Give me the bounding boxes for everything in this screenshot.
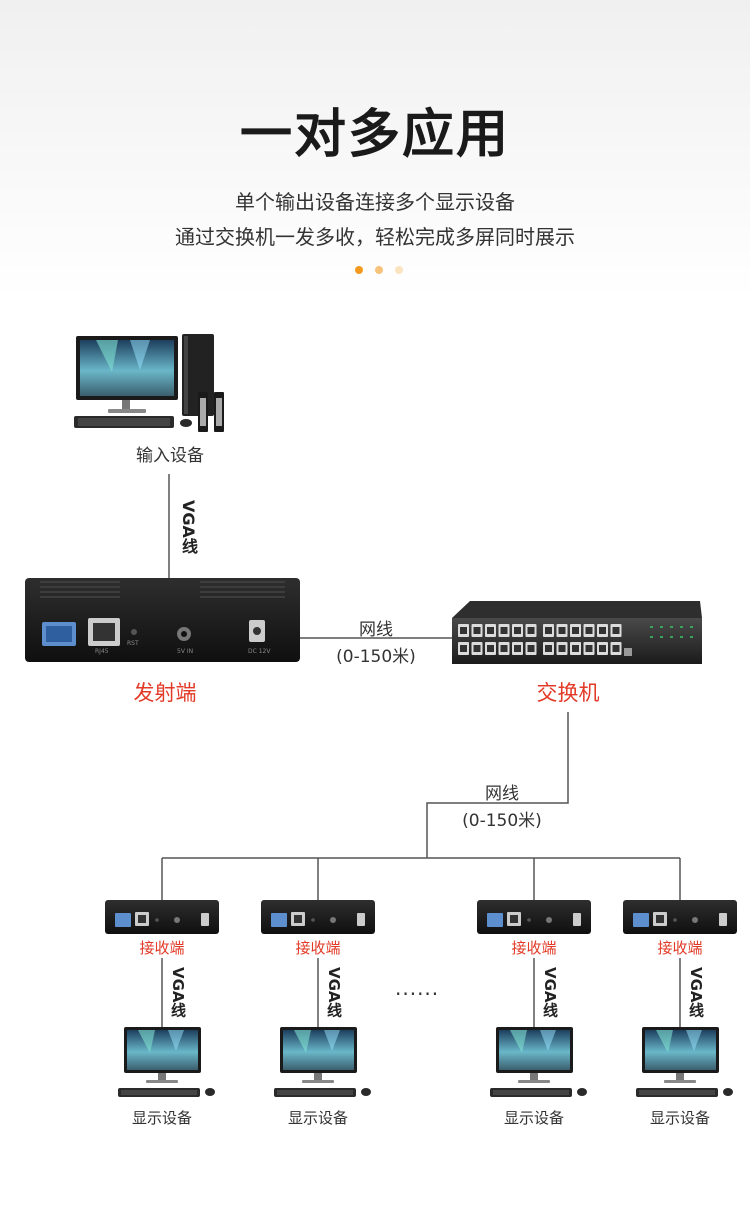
decor-dot-3 (395, 266, 403, 274)
switch-device (452, 601, 702, 664)
receiver-device-3 (477, 900, 591, 934)
network-cable-label-1: 网线 (359, 620, 393, 640)
port-label-dc12v: DC 12V (248, 648, 271, 655)
display-label-1: 显示设备 (131, 1109, 192, 1127)
receiver-label-1: 接收端 (139, 939, 185, 957)
display-monitor-1 (118, 1027, 215, 1097)
display-monitor-2 (274, 1027, 371, 1097)
subtitle-line-1: 单个输出设备连接多个显示设备 (235, 190, 515, 214)
network-range-label-2: (0-150米) (462, 811, 542, 831)
port-label-rj45: RJ45 (95, 648, 109, 655)
page-title: 一对多应用 (239, 105, 510, 165)
receiver-device-4 (623, 900, 737, 934)
cable-lines (161, 474, 681, 1027)
display-label-2: 显示设备 (287, 1109, 348, 1127)
receiver-label-2: 接收端 (295, 939, 341, 957)
display-label-3: 显示设备 (503, 1109, 564, 1127)
display-monitor-4 (636, 1027, 733, 1097)
vga-cable-label-input: VGA线 (176, 496, 200, 558)
receiver-device-1 (105, 900, 219, 934)
vga-cable-label-rx2: VGA线 (324, 963, 345, 1022)
decor-dot-1 (355, 266, 363, 274)
vga-cable-label-rx4: VGA线 (686, 963, 707, 1022)
input-device-label: 输入设备 (136, 446, 204, 466)
more-receivers-ellipsis: ...... (395, 976, 440, 1000)
display-monitor-3 (490, 1027, 587, 1097)
switch-label: 交换机 (536, 681, 600, 705)
port-label-5v: 5V IN (177, 648, 193, 655)
receiver-device-2 (261, 900, 375, 934)
subtitle-line-2: 通过交换机一发多收，轻松完成多屏同时展示 (175, 225, 575, 249)
receiver-label-3: 接收端 (511, 939, 557, 957)
port-label-rst: RST (127, 640, 139, 647)
receiver-label-4: 接收端 (657, 939, 703, 957)
vga-cable-label-rx1: VGA线 (168, 963, 189, 1022)
vga-cable-label-rx3: VGA线 (540, 963, 561, 1022)
network-range-label-1: (0-150米) (336, 647, 416, 667)
decor-dot-2 (375, 266, 383, 274)
input-pc-icon (74, 334, 224, 432)
transmitter-device: RJ45 RST 5V IN DC 12V (25, 578, 300, 662)
network-cable-label-2: 网线 (485, 784, 519, 804)
transmitter-label: 发射端 (133, 681, 197, 705)
display-label-4: 显示设备 (649, 1109, 710, 1127)
